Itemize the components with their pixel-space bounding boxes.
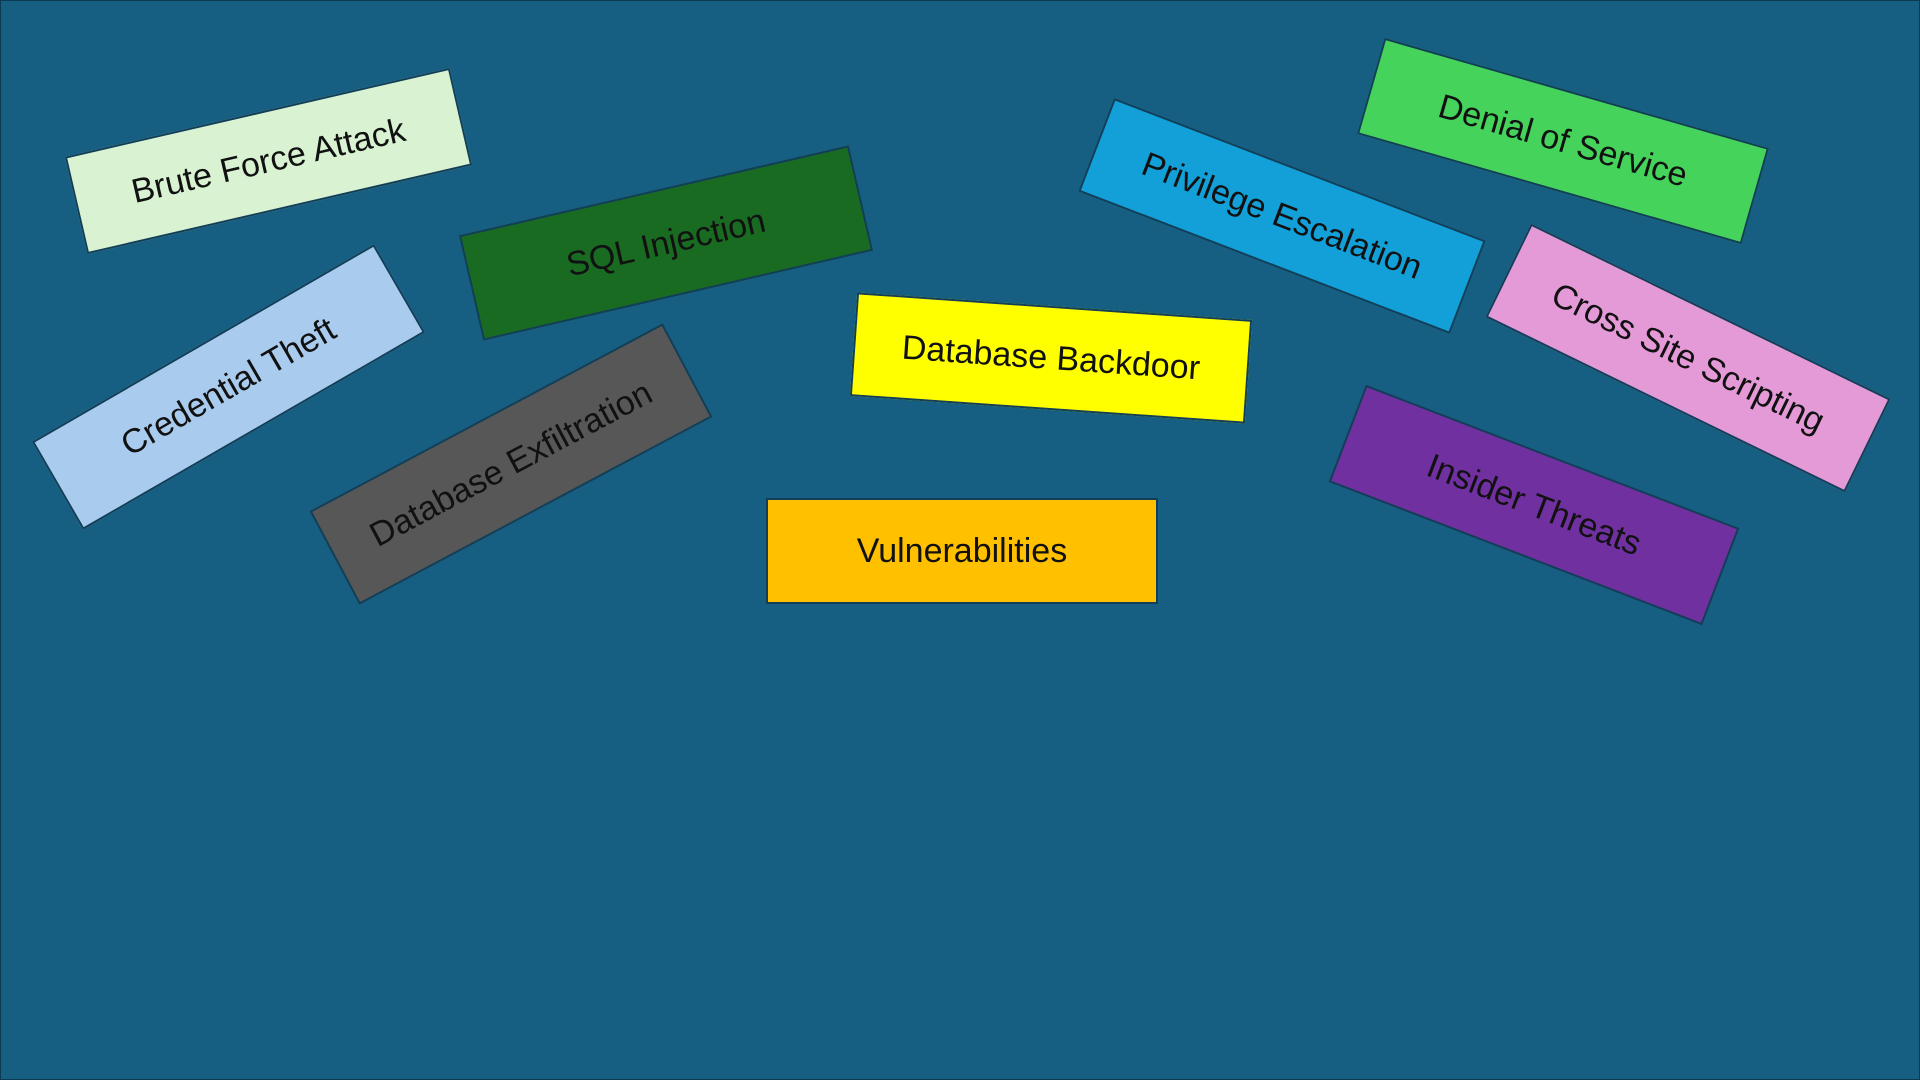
tag-label: Database Backdoor xyxy=(900,328,1202,387)
tag-sql-injection: SQL Injection xyxy=(458,145,874,341)
tag-denial-of-service: Denial of Service xyxy=(1356,37,1770,245)
tag-label: Vulnerabilities xyxy=(856,531,1068,570)
tag-label: Database Exfiltration xyxy=(363,373,659,554)
tag-database-exfiltration: Database Exfiltration xyxy=(309,323,713,605)
tag-label: Brute Force Attack xyxy=(127,110,409,211)
tag-database-backdoor: Database Backdoor xyxy=(849,292,1253,424)
tag-label: Credential Theft xyxy=(114,309,343,464)
tag-cross-site-scripting: Cross Site Scripting xyxy=(1485,223,1891,493)
tag-label: Cross Site Scripting xyxy=(1545,275,1831,441)
tag-label: Privilege Escalation xyxy=(1136,144,1428,287)
tag-label: Insider Threats xyxy=(1421,446,1647,563)
tag-brute-force-attack: Brute Force Attack xyxy=(64,67,473,255)
tag-label: SQL Injection xyxy=(562,201,769,284)
tag-insider-threats: Insider Threats xyxy=(1328,384,1740,626)
tag-label: Denial of Service xyxy=(1434,86,1692,195)
tag-vulnerabilities: Vulnerabilities xyxy=(766,498,1158,604)
